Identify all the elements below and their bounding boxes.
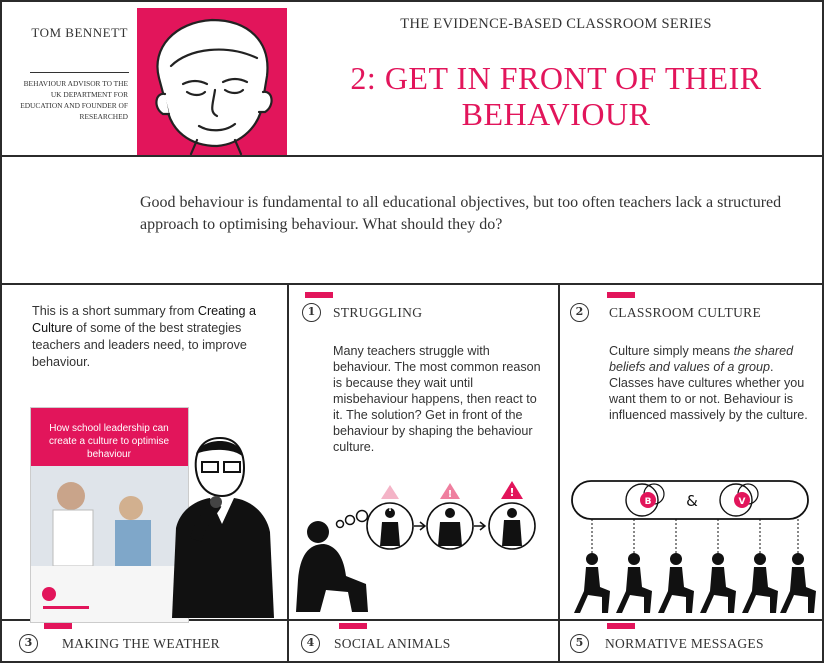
- book-cover-title: How school leadership can create a cultu…: [48, 423, 170, 460]
- section-2-bar: [607, 292, 635, 298]
- section-2-body: Culture simply means the shared beliefs …: [609, 344, 808, 422]
- section-1-number: 1: [302, 303, 321, 322]
- section-4-number: 4: [301, 634, 320, 653]
- section-3-number: 3: [19, 634, 38, 653]
- struggle-mark-1: !: [388, 503, 393, 514]
- classroom-photo-icon: [31, 466, 188, 622]
- struggle-mark-2: !: [448, 489, 453, 500]
- column-divider-2: [558, 283, 560, 663]
- scene-1: [366, 485, 414, 550]
- summary-before: This is a short summary from: [32, 304, 198, 318]
- portrait-sketch-icon: [155, 18, 273, 155]
- book-cover: How school leadership can create a cultu…: [30, 407, 189, 623]
- header-divider: [0, 155, 824, 157]
- section-2-title: CLASSROOM CULTURE: [609, 305, 762, 320]
- section-1-title: STRUGGLING: [333, 305, 423, 320]
- author-name: TOM BENNETT: [31, 25, 128, 40]
- student-3-icon: [658, 553, 694, 613]
- scene-3: [488, 481, 536, 550]
- section-4-bar: [339, 623, 367, 629]
- student-5-icon: [742, 553, 778, 613]
- scene-2: [426, 483, 474, 550]
- summary-after: of some of the best strategies teachers …: [32, 321, 247, 369]
- culture-definition: the shared beliefs and values of a group: [609, 344, 794, 374]
- struggling-illustration-icon: ! ! !: [296, 481, 536, 612]
- author-bio: BEHAVIOUR ADVISOR TO THE UK DEPARTMENT F…: [20, 79, 128, 121]
- main-title: 2: GET IN FRONT OF THEIR BEHAVIOUR: [350, 60, 762, 132]
- author-rule: [30, 72, 129, 73]
- series-title: THE EVIDENCE-BASED CLASSROOM SERIES: [400, 16, 712, 32]
- intro-divider: [0, 283, 824, 285]
- student-6-icon: [780, 553, 816, 613]
- intro-paragraph: Good behaviour is fundamental to all edu…: [140, 194, 782, 233]
- column-divider-1: [287, 283, 289, 663]
- student-1-icon: [574, 553, 610, 613]
- section-5-bar: [607, 623, 635, 629]
- row-divider: [0, 619, 824, 621]
- struggle-mark-3: !: [509, 486, 514, 499]
- section-4-title: SOCIAL ANIMALS: [334, 636, 451, 651]
- section-1-body: Many teachers struggle with behaviour. T…: [333, 344, 541, 454]
- summary-text: This is a short summary from Creating a …: [32, 303, 272, 371]
- book-reference: Creating a Culture: [32, 304, 256, 335]
- student-4-icon: [700, 553, 736, 613]
- section-3-title: MAKING THE WEATHER: [62, 636, 220, 651]
- culture-amp: &: [686, 492, 698, 510]
- section-1-bar: [305, 292, 333, 298]
- author-portrait: [137, 8, 287, 155]
- section-5-number: 5: [570, 634, 589, 653]
- student-2-icon: [616, 553, 652, 613]
- culture-right-letter: V: [739, 497, 746, 507]
- thinking-person-icon: [296, 521, 368, 612]
- section-3-bar: [44, 623, 72, 629]
- section-2-number: 2: [570, 303, 589, 322]
- book-cover-banner: [31, 408, 188, 466]
- speaker-silhouette-icon: [172, 436, 274, 618]
- culture-illustration-icon: B & V: [571, 480, 816, 613]
- culture-left-letter: B: [645, 497, 652, 507]
- section-5-title: NORMATIVE MESSAGES: [605, 636, 764, 651]
